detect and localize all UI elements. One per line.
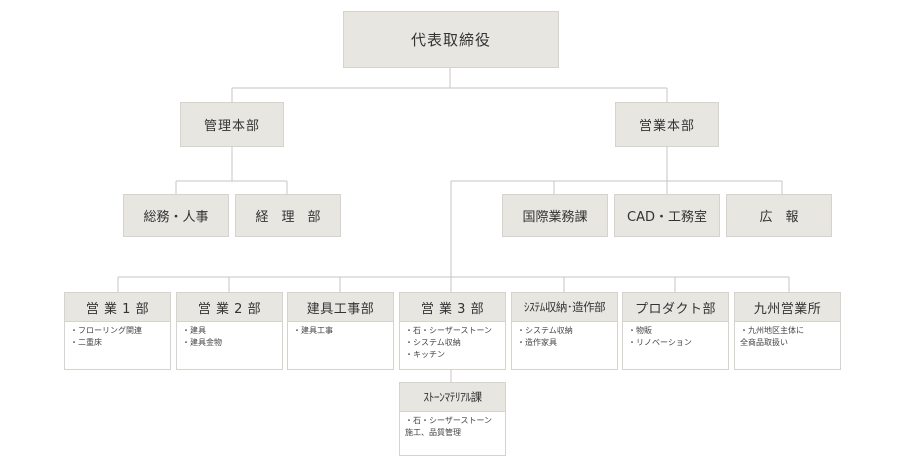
department-card: 営 業 3 部 ・石・シーザーストーン ・システム収納 ・キッチン [399, 292, 506, 370]
sales-division-label: 営業本部 [638, 119, 695, 134]
admin-unit-box: 総務・人事 [123, 194, 229, 237]
department-card: 営 業 1 部 ・フローリング関連 ・二重床 [64, 292, 171, 370]
department-items: ・石・シーザーストーン ・システム収納 ・キッチン [399, 322, 506, 370]
department-item: ・キッチン [405, 350, 445, 359]
department-name: 営 業 1 部 [64, 292, 171, 322]
admin-division-label: 管理本部 [203, 119, 260, 134]
admin-unit-label: 総務・人事 [143, 210, 209, 225]
department-card: ｼｽﾃﾑ収納･造作部 ・システム収納 ・造作家具 [511, 292, 618, 370]
department-name: 営 業 2 部 [176, 292, 283, 322]
admin-unit-label: 経 理 部 [255, 210, 321, 225]
department-item: ・物販 [628, 326, 652, 335]
ceo-label: 代表取締役 [410, 31, 491, 49]
department-item: ・建具 [182, 326, 206, 335]
department-item: ・石・シーザーストーン [405, 416, 493, 425]
department-item: ・リノベーション [628, 338, 692, 347]
admin-unit-box: 経 理 部 [235, 194, 341, 237]
department-items: ・九州地区主体に 全商品取扱い [734, 322, 841, 370]
department-name: ｼｽﾃﾑ収納･造作部 [511, 292, 618, 322]
sub-department-name: ｽﾄｰﾝﾏﾃﾘｱﾙ課 [399, 382, 506, 412]
department-card: 建具工事部 ・建具工事 [287, 292, 394, 370]
department-card: 営 業 2 部 ・建具 ・建具金物 [176, 292, 283, 370]
ceo-box: 代表取締役 [343, 11, 559, 68]
department-item: 施工、品質管理 [405, 428, 461, 437]
department-item: ・二重床 [70, 338, 102, 347]
department-name: 営 業 3 部 [399, 292, 506, 322]
department-item: ・造作家具 [517, 338, 557, 347]
department-items: ・物販 ・リノベーション [622, 322, 729, 370]
sales-unit-label: 広 報 [759, 210, 799, 225]
department-item: ・システム収納 [405, 338, 461, 347]
department-items: ・フローリング関連 ・二重床 [64, 322, 171, 370]
department-items: ・建具 ・建具金物 [176, 322, 283, 370]
department-item: ・石・シーザーストーン [405, 326, 493, 335]
sales-unit-box: 広 報 [726, 194, 832, 237]
sales-unit-label: 国際業務課 [522, 210, 588, 225]
sales-unit-label: CAD・工務室 [627, 210, 707, 225]
department-items: ・建具工事 [287, 322, 394, 370]
department-item: ・システム収納 [517, 326, 573, 335]
sales-unit-box: 国際業務課 [502, 194, 608, 237]
sub-department-card: ｽﾄｰﾝﾏﾃﾘｱﾙ課 ・石・シーザーストーン 施工、品質管理 [399, 382, 506, 456]
department-card: プロダクト部 ・物販 ・リノベーション [622, 292, 729, 370]
department-item: ・九州地区主体に [740, 326, 804, 335]
sub-department-items: ・石・シーザーストーン 施工、品質管理 [399, 412, 506, 456]
department-item: ・フローリング関連 [70, 326, 142, 335]
sales-division-box: 営業本部 [615, 102, 719, 147]
department-card: 九州営業所 ・九州地区主体に 全商品取扱い [734, 292, 841, 370]
department-name: 建具工事部 [287, 292, 394, 322]
department-name: 九州営業所 [734, 292, 841, 322]
department-items: ・システム収納 ・造作家具 [511, 322, 618, 370]
department-name: プロダクト部 [622, 292, 729, 322]
department-item: 全商品取扱い [740, 338, 788, 347]
admin-division-box: 管理本部 [180, 102, 284, 147]
department-item: ・建具工事 [293, 326, 333, 335]
sales-unit-box: CAD・工務室 [614, 194, 720, 237]
department-item: ・建具金物 [182, 338, 222, 347]
